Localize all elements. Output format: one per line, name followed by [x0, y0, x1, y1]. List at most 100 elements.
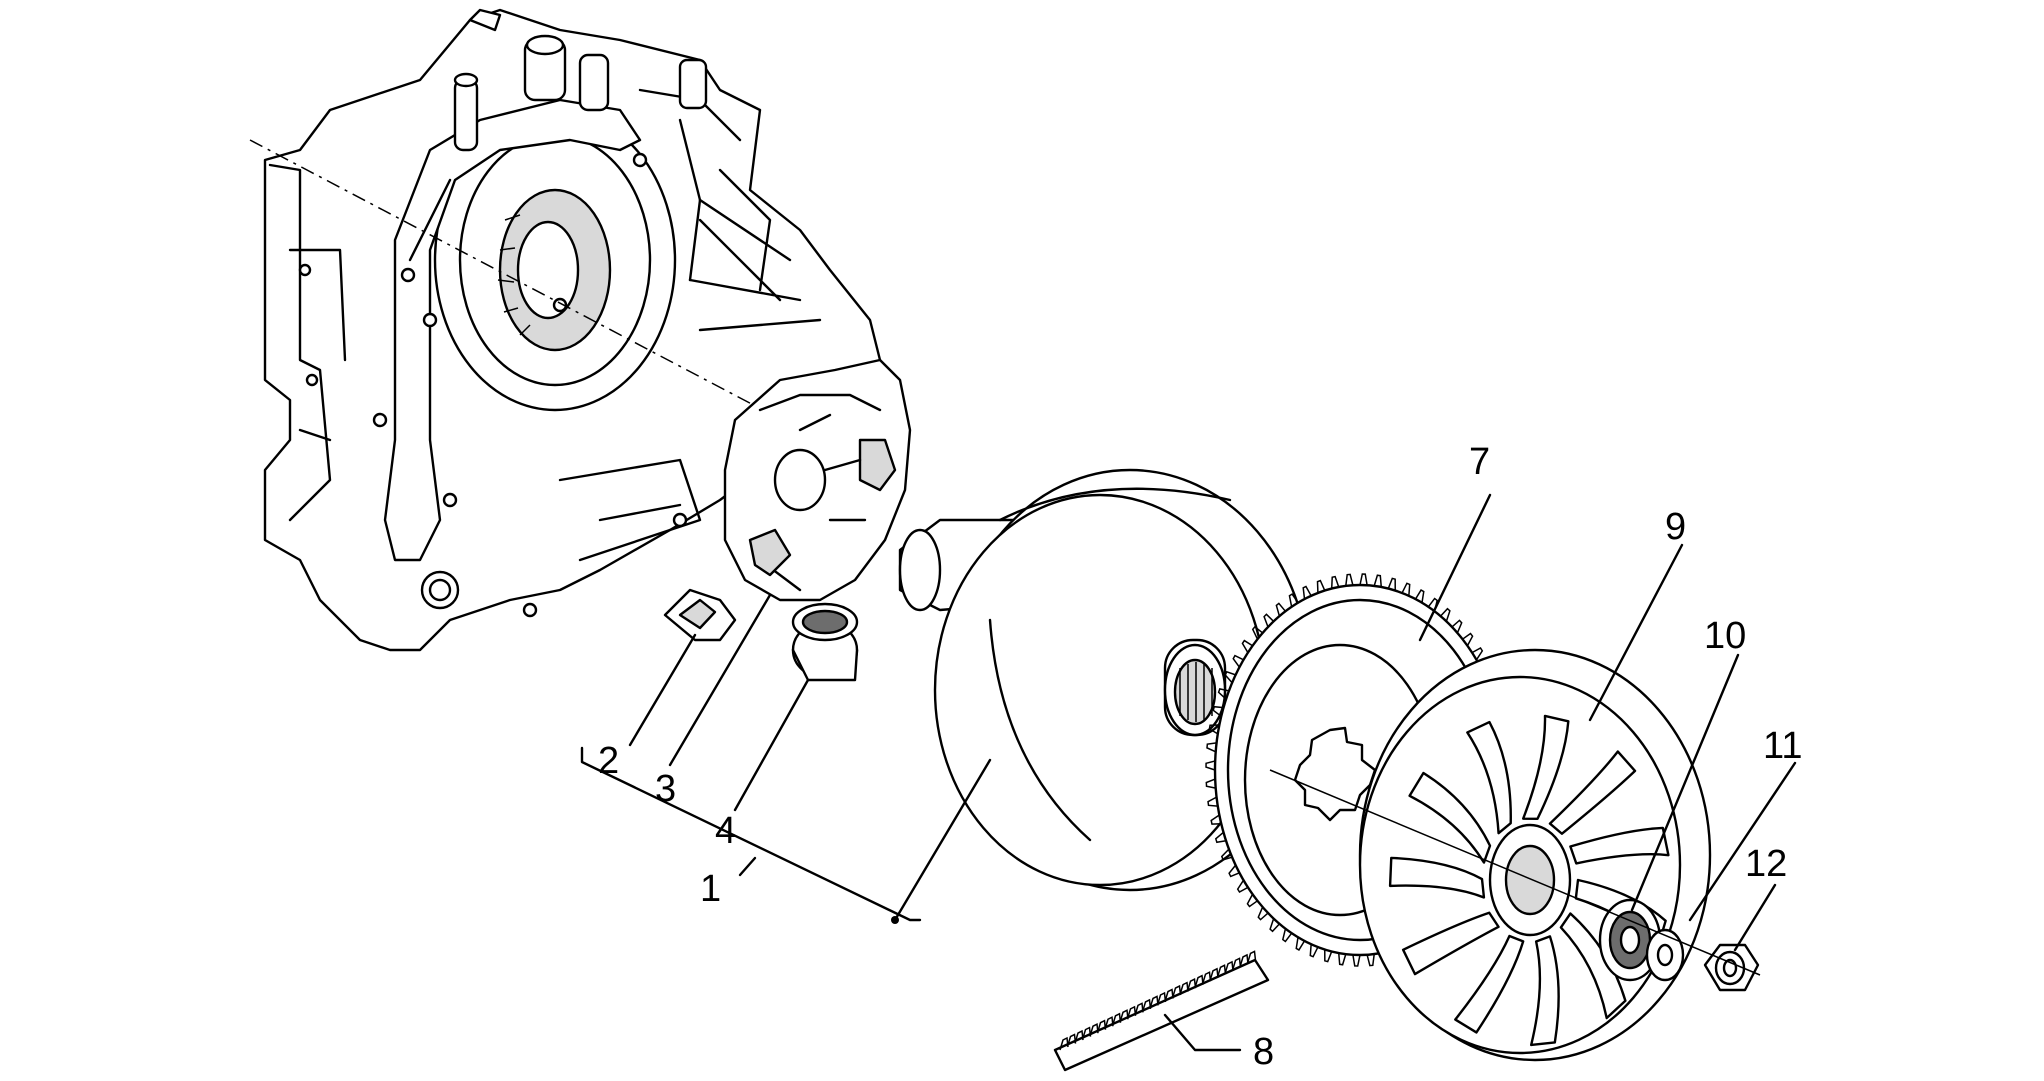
gear-tooth — [1352, 954, 1361, 967]
gear-tooth — [1208, 724, 1220, 735]
part-2-slider — [663, 588, 737, 642]
belt-tooth — [1156, 991, 1167, 1006]
belt-tooth — [1111, 1012, 1122, 1026]
belt-tooth — [1096, 1019, 1107, 1033]
gear-tooth — [1205, 760, 1216, 771]
fan-blade — [1408, 771, 1492, 864]
fan-blade — [1559, 912, 1627, 1020]
leader-lines — [580, 493, 1797, 1052]
gear-tooth — [1440, 607, 1451, 622]
part-4-bushing — [791, 602, 859, 682]
belt-tooth — [1089, 1022, 1099, 1037]
part-9-fan-pulley — [1358, 648, 1712, 1062]
gear-tooth — [1214, 831, 1227, 844]
belt-tooth — [1201, 971, 1212, 985]
fan-blade — [1529, 935, 1560, 1047]
gear-tooth — [1366, 954, 1375, 967]
ramp-plate — [723, 358, 912, 602]
fan-blade — [1454, 934, 1525, 1034]
crankcase-housing — [249, 8, 882, 652]
gear-tooth — [1309, 944, 1319, 958]
gear-tooth — [1324, 949, 1333, 963]
gear-tooth — [1462, 632, 1474, 647]
gear-tooth — [1220, 848, 1233, 861]
belt-tooth — [1149, 995, 1159, 1009]
belt-tooth — [1179, 981, 1189, 995]
gear-tooth — [1345, 573, 1354, 586]
fan-blade — [1466, 720, 1512, 835]
belt-tooth — [1074, 1029, 1084, 1044]
callout-10: 10 — [1704, 615, 1747, 657]
gear-tooth — [1236, 879, 1249, 894]
gear-tooth — [1217, 687, 1230, 700]
belt-tooth — [1194, 974, 1204, 988]
callout-12: 12 — [1745, 843, 1788, 885]
belt-tooth — [1246, 950, 1257, 964]
gear-tooth — [1302, 585, 1312, 600]
gear-tooth — [1207, 796, 1218, 807]
callout-4: 4 — [715, 810, 737, 852]
belt-tooth — [1119, 1009, 1129, 1023]
belt-tooth — [1209, 967, 1219, 981]
gear-tooth — [1257, 906, 1269, 921]
gear-tooth — [1228, 864, 1240, 878]
gear-tooth — [1359, 573, 1368, 586]
gear-tooth — [1451, 619, 1463, 634]
gear-tooth — [1275, 602, 1287, 617]
gear-tooth — [1281, 928, 1293, 943]
gear-tooth — [1269, 918, 1280, 933]
callout-2: 2 — [598, 740, 620, 782]
gear-tooth — [1373, 574, 1383, 588]
gear-tooth — [1232, 654, 1244, 668]
belt-tooth — [1231, 957, 1242, 971]
gear-tooth — [1241, 639, 1253, 654]
fan-blade — [1569, 826, 1670, 865]
belt-tooth — [1059, 1036, 1069, 1051]
callout-11: 11 — [1763, 725, 1803, 767]
part-8-belt — [1053, 950, 1270, 1072]
belt-tooth — [1081, 1026, 1092, 1040]
gear-tooth — [1206, 742, 1217, 753]
fan-blade — [1401, 911, 1500, 976]
belt-tooth — [1239, 953, 1249, 968]
gear-tooth — [1251, 625, 1264, 640]
gear-tooth — [1210, 814, 1222, 825]
gear-tooth — [1263, 613, 1275, 628]
part-11-washer — [1645, 928, 1685, 982]
belt-tooth — [1104, 1016, 1114, 1030]
belt-tooth — [1126, 1005, 1137, 1020]
callout-3: 3 — [655, 768, 677, 810]
belt-tooth — [1141, 998, 1152, 1013]
gear-tooth — [1471, 646, 1484, 661]
gear-tooth — [1414, 589, 1425, 603]
belt-tooth — [1224, 960, 1234, 975]
part-10-bearing — [1598, 898, 1662, 982]
fan-blade — [1548, 750, 1637, 835]
gear-tooth — [1224, 670, 1236, 684]
belt-tooth — [1066, 1033, 1077, 1047]
fan-blade — [1521, 714, 1570, 820]
gear-tooth — [1330, 575, 1340, 589]
gear-tooth — [1401, 582, 1411, 596]
gear-tooth — [1288, 593, 1299, 607]
belt-tooth — [1164, 988, 1174, 1002]
belt-tooth — [1216, 964, 1227, 978]
gear-tooth — [1387, 577, 1396, 591]
gear-tooth — [1246, 893, 1258, 908]
fan-blade — [1388, 856, 1486, 899]
belt-tooth — [1171, 984, 1182, 999]
gear-tooth — [1295, 937, 1306, 951]
gear-tooth — [1337, 952, 1347, 966]
callout-8: 8 — [1253, 1031, 1275, 1073]
belt-tooth — [1134, 1002, 1144, 1016]
callout-9: 9 — [1665, 506, 1687, 548]
gear-tooth — [1205, 778, 1216, 789]
callout-7: 7 — [1469, 441, 1491, 483]
callout-1: 1 — [700, 868, 722, 910]
gear-tooth — [1212, 705, 1224, 717]
gear-tooth — [1316, 579, 1326, 593]
part-12-nut — [1703, 943, 1760, 992]
belt-tooth — [1186, 978, 1197, 992]
